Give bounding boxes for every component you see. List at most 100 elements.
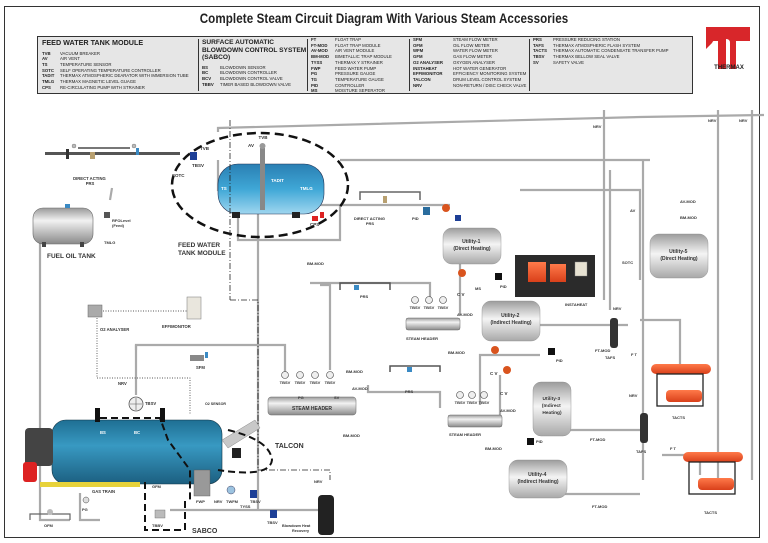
pid-controller-icon[interactable] <box>495 273 502 280</box>
legend-abbr: FT <box>311 37 317 42</box>
tbsv-valve-icon[interactable] <box>425 296 433 304</box>
utility-5[interactable] <box>649 233 709 279</box>
talcon-controller[interactable] <box>232 448 241 458</box>
legend-abbr: TMLG <box>42 79 55 85</box>
tbsv-valve-icon[interactable] <box>311 371 319 379</box>
instaheat-unit[interactable] <box>515 255 595 297</box>
tbsv-valve-icon[interactable] <box>326 371 334 379</box>
tbsv-valve-icon[interactable] <box>468 391 476 399</box>
legend-desc: THERMAX ATMOSPHERIC DEARATOR WITH IMMERS… <box>60 73 189 79</box>
tbbv-valve-icon[interactable] <box>154 509 166 519</box>
ts-label: TS <box>221 186 227 191</box>
rfo-level-label: RFOLevel (Feed) <box>112 218 132 228</box>
control-signal-line <box>230 299 331 480</box>
tacts-pump-2[interactable] <box>683 452 743 495</box>
control-valve-icon[interactable] <box>442 204 450 212</box>
ofm-meter[interactable] <box>29 509 71 520</box>
tmlg-label: TMLG <box>104 240 115 245</box>
blowdown-heat-recovery-vessel[interactable] <box>318 495 334 535</box>
boiler[interactable] <box>23 408 261 487</box>
steam-header-1[interactable] <box>267 396 357 416</box>
effimonitor[interactable] <box>186 296 202 320</box>
legend-desc: STEAM FLOW METER <box>453 37 498 42</box>
steam-header-3[interactable] <box>447 414 503 428</box>
av-label: AV <box>248 143 254 148</box>
legend-item: TALCON DRUM LEVEL CONTROL SYSTEM <box>413 77 528 83</box>
tbsv-valve-icon[interactable] <box>296 371 304 379</box>
tbsv-label: TBSV <box>310 380 321 385</box>
utility-3[interactable] <box>532 381 572 437</box>
utility-1[interactable] <box>442 227 502 265</box>
tbsv-label: TBSV <box>424 305 435 310</box>
fuel-oil-tank[interactable] <box>32 204 110 247</box>
tbsv3-label: TBSV <box>267 520 278 525</box>
av-mod-label: AV-MOD <box>680 199 696 204</box>
legend-abbr: TADIT <box>42 73 55 79</box>
cv-label: C V <box>457 292 465 297</box>
tbsv-valve-icon[interactable] <box>270 510 277 518</box>
tyss-label: TYSS <box>240 504 251 509</box>
feed-water-tank[interactable] <box>217 143 325 218</box>
pid-controller-icon[interactable] <box>527 438 534 445</box>
bs-label: BS <box>100 430 106 435</box>
legend-abbr: TBSV <box>533 54 545 60</box>
prs-station[interactable] <box>339 282 391 290</box>
main-steam-valve-icon[interactable] <box>128 396 144 412</box>
utility-4[interactable] <box>508 459 568 499</box>
direct-acting-prs-2[interactable] <box>359 191 421 203</box>
tbsv-valve-icon[interactable] <box>439 296 447 304</box>
tbsv-valve-icon[interactable] <box>456 391 464 399</box>
control-valve-icon[interactable] <box>503 366 511 374</box>
tafs-vessel[interactable] <box>610 318 618 348</box>
legend-abbr: INSTAHEAT <box>413 65 437 71</box>
legend-desc: VACUUM BREAKER <box>60 50 101 56</box>
tbsv-label: TBSV <box>455 400 466 405</box>
pressure-gauge-icon[interactable] <box>82 496 90 504</box>
control-valve-icon[interactable] <box>491 346 499 354</box>
legend-abbr: TALCON <box>413 76 431 82</box>
tvb-label: TVB <box>259 135 269 140</box>
o2-analyser[interactable] <box>87 304 103 318</box>
utility-2[interactable] <box>481 300 541 342</box>
tbsv-valve-icon[interactable] <box>411 296 419 304</box>
sfm-meter[interactable] <box>190 352 208 361</box>
legend-desc: DRUM LEVEL CONTROL SYSTEM <box>453 76 522 82</box>
tbsv-valve-icon[interactable] <box>455 215 461 221</box>
tafs-vessel-2[interactable] <box>640 413 648 443</box>
pid-controller-icon[interactable] <box>548 348 555 355</box>
twfm-meter[interactable] <box>226 485 236 495</box>
bc-label: BC <box>134 430 140 435</box>
legend-abbr: NRV <box>413 82 422 88</box>
tbsv-valve-icon[interactable] <box>250 490 257 498</box>
tbsv-valve-icon[interactable] <box>480 391 488 399</box>
direct-acting-prs2-label: DIRECT ACTING PRS <box>354 216 386 226</box>
legend-abbr: TG <box>311 76 317 82</box>
legend-divider <box>307 39 308 91</box>
direct-acting-prs[interactable] <box>66 143 139 159</box>
tbbv-label: TBBV <box>152 523 163 528</box>
feed-water-pump[interactable] <box>193 469 211 497</box>
bm-mod-label: BM-MOD <box>680 215 697 220</box>
tbsv-valve-icon[interactable] <box>281 371 289 379</box>
tacts-pump-1[interactable] <box>651 364 711 407</box>
control-valve-icon[interactable] <box>458 269 466 277</box>
sabco-boundary <box>100 417 191 500</box>
steam-header-2[interactable] <box>405 317 461 331</box>
pid-controller-icon[interactable] <box>423 207 430 215</box>
cps-pump-icon[interactable] <box>312 216 318 221</box>
prs-station-2[interactable] <box>389 365 441 372</box>
legend-desc: GAS FLOW METER <box>453 54 492 60</box>
bm-mod-label: BM-MOD <box>346 369 363 374</box>
cps-label: CPS <box>310 222 319 227</box>
tbsv-valve-icon[interactable] <box>190 152 197 160</box>
prs-label: PRS <box>360 294 369 299</box>
legend-abbr: TVB <box>42 50 51 56</box>
